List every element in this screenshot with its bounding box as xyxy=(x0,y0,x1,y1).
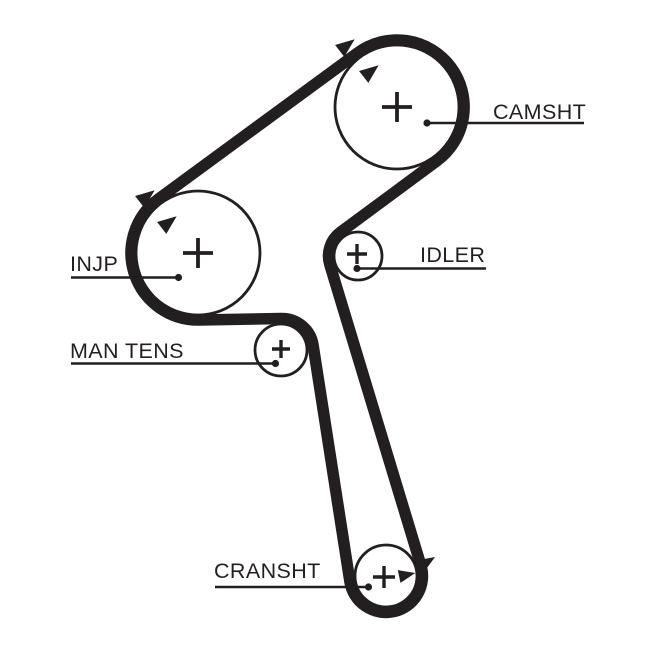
injp-callout: INJP xyxy=(70,252,183,282)
direction-arrow-icon xyxy=(135,190,155,208)
cransht-callout: CRANSHT xyxy=(214,559,373,591)
man-tens-callout: MAN TENS xyxy=(70,339,280,368)
direction-arrow-icon xyxy=(157,216,177,234)
camsht-label: CAMSHT xyxy=(493,100,586,124)
timing-belt xyxy=(125,34,470,619)
injp-center-cross-icon xyxy=(183,238,213,268)
man-tens-center-cross-icon xyxy=(272,340,290,358)
cransht-center-cross-icon xyxy=(373,566,395,588)
idler-center-cross-icon xyxy=(347,244,367,264)
direction-arrow-icon xyxy=(335,39,355,57)
direction-arrow-icon xyxy=(397,570,416,583)
camsht-leader-dot xyxy=(423,119,431,127)
injp-label: INJP xyxy=(70,252,118,276)
cransht-label: CRANSHT xyxy=(214,559,321,583)
idler-leader-dot xyxy=(353,264,361,273)
man-tens-label: MAN TENS xyxy=(70,339,184,363)
man-tens-leader-dot xyxy=(271,359,280,368)
idler-label: IDLER xyxy=(420,243,485,267)
injp-leader-dot xyxy=(174,273,183,282)
direction-arrow-icon xyxy=(417,556,436,572)
direction-arrow-icon xyxy=(359,65,379,83)
belt-direction-arrows xyxy=(135,39,436,583)
camsht-callout: CAMSHT xyxy=(423,100,586,127)
camsht-center-cross-icon xyxy=(382,92,412,122)
idler-callout: IDLER xyxy=(353,243,486,273)
cransht-leader-dot xyxy=(364,583,373,591)
